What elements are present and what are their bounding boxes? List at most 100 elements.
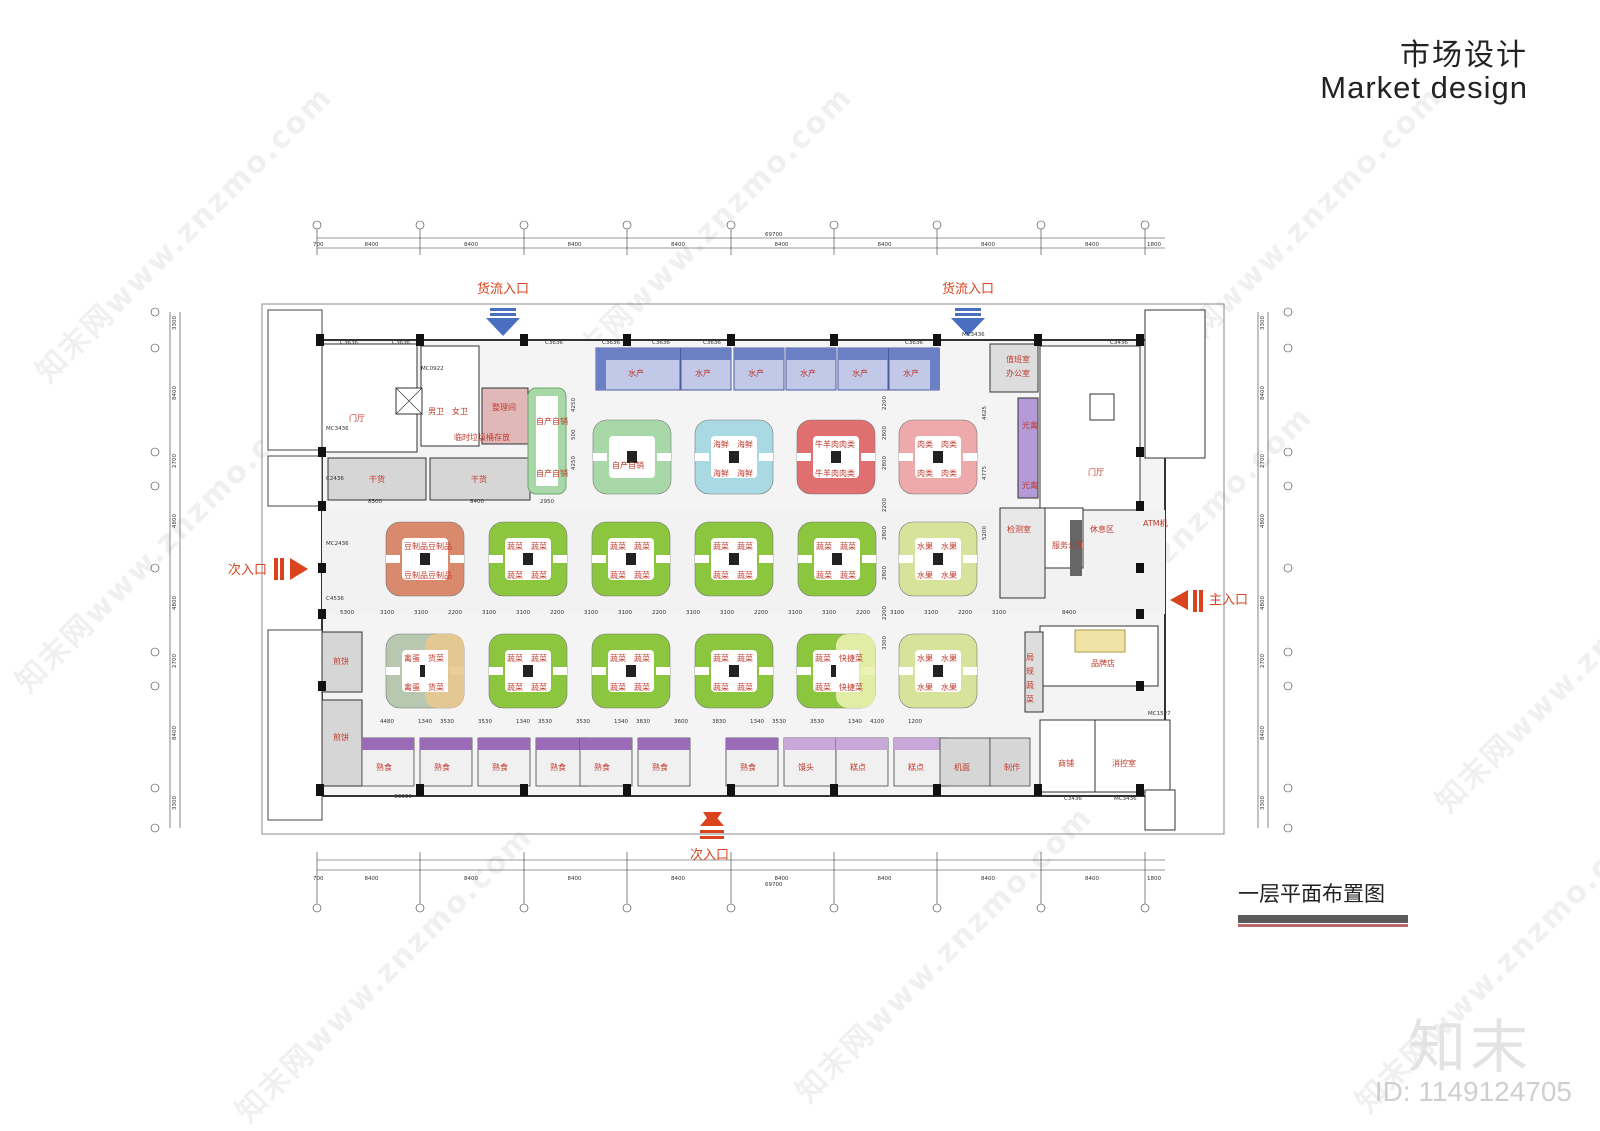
dim-vert: 2700 [172,454,178,468]
veg-island-7-label: 蔬菜 [713,653,729,663]
island-gap [386,555,400,563]
fruit-island-1-label: 水果 [917,570,933,580]
structural-columns [316,334,1144,796]
window-tag: C3636 [602,340,620,346]
dim-row2: 2200 [448,610,462,616]
egg-island-label: 禽蛋 [404,682,420,692]
island-gap [759,453,773,461]
bottom-stall-counter [836,738,888,750]
fruit-island-1-label: 水果 [917,541,933,551]
veg-island-6-label: 蔬菜 [634,653,650,663]
mens-wc-label: 男卫 [428,407,444,416]
dim-inner: 4625 [982,406,988,420]
grid-bubble [1036,903,1046,913]
island-gap [553,667,567,675]
window-tag: C3636 [392,340,410,346]
column [933,334,941,346]
dim-top: 8400 [464,242,478,248]
bottom-stall-counter [784,738,836,750]
window-tag: C3636 [545,340,563,346]
meat-island-2-label: 肉类 [917,468,933,478]
island-gap [862,555,876,563]
aquatic-counter [596,348,680,360]
dim-row2: 3100 [380,610,394,616]
cleaning-room-label: 整理间 [492,402,516,412]
rest-area-label: 休息区 [1090,524,1114,534]
dim-row2: 3100 [720,610,734,616]
bottom-stall-counter [536,738,588,750]
bottom-stall-label: 糕点 [908,762,924,772]
dim-row2: 3100 [414,610,428,616]
dim-inner: 2200 [882,498,888,512]
caption-underline [1238,915,1408,923]
dim-row3: 4480 [380,719,394,725]
dim-top: 700 [313,242,324,248]
aquatic-stall-label: 水产 [903,368,919,378]
island-gap [592,667,606,675]
veg-island-4-label: 蔬菜 [816,570,832,580]
column [1034,784,1042,796]
island-gap [593,453,607,461]
column [416,784,424,796]
window-tag: C3636 [394,794,412,800]
aquatic-counter [734,348,784,360]
grid-bubble [150,823,160,833]
island-gap [759,555,773,563]
meat-island-1-label: 肉类 [839,439,855,449]
dim-inner: 2200 [882,396,888,410]
dim-row3: 3530 [538,719,552,725]
island-gap [656,555,670,563]
dim-row2: 2200 [856,610,870,616]
column [623,784,631,796]
aquatic-stall-label: 水产 [748,368,764,378]
veg-island-2-label: 蔬菜 [610,541,626,551]
island-gap [963,667,977,675]
meat-island-1-label: 牛羊肉 [815,439,839,449]
window-tag: MC3436 [1114,796,1137,802]
column [318,681,326,691]
dim-bottom: 8400 [1085,876,1099,882]
dim-bottom: 8400 [878,876,892,882]
dim-bottom: 700 [313,876,324,882]
island-gap [899,555,913,563]
bottom-stall-label: 熟食 [652,762,668,772]
fruit-island-1-label: 水果 [941,570,957,580]
column [830,334,838,346]
dim-inner: 2800 [882,456,888,470]
island-gap [797,667,811,675]
bottom-stall-counter [362,738,414,750]
quick-island-label: 蔬菜 [815,682,831,692]
fruit-island-1: 水果水果水果水果 [898,521,978,597]
special-stall-2: 规 [1026,666,1034,676]
window-tag: C2436 [326,476,344,482]
grid-bubble [312,220,322,230]
secondary-entrance-label-left: 次入口 [228,562,267,578]
bottom-stall-counter [894,738,946,750]
island-gap [695,453,709,461]
dim-row3: 1340 [516,719,530,725]
aquatic-counter [681,348,731,360]
seafood-island-label: 海鲜 [713,439,729,449]
dim-row3: 3530 [478,719,492,725]
bottom-stall-label: 熟食 [550,762,566,772]
dim-row2: 3100 [618,610,632,616]
veg-island-7-label: 蔬菜 [713,682,729,692]
window-tag: MC3436 [326,426,349,432]
dim-row3: 3600 [674,719,688,725]
island-gap [695,667,709,675]
island-post [729,665,739,677]
seafood-island: 海鲜海鲜海鲜海鲜 [694,419,774,495]
aquatic-stall-label: 水产 [800,368,816,378]
dim-row1: 2950 [540,499,554,505]
grid-bubble [150,647,160,657]
office-label: 办公室 [1006,368,1030,378]
column [1136,447,1144,457]
dim-row2: 8400 [1062,610,1076,616]
right-rooms [989,309,1206,831]
dim-top: 1800 [1147,242,1161,248]
quick-island-label: 蔬菜 [815,653,831,663]
service-company-label: 服务公司 [1052,540,1084,550]
grid-bubble [150,783,160,793]
tofu-island-label: 豆制品 [404,570,428,580]
dim-top: 8400 [671,242,685,248]
